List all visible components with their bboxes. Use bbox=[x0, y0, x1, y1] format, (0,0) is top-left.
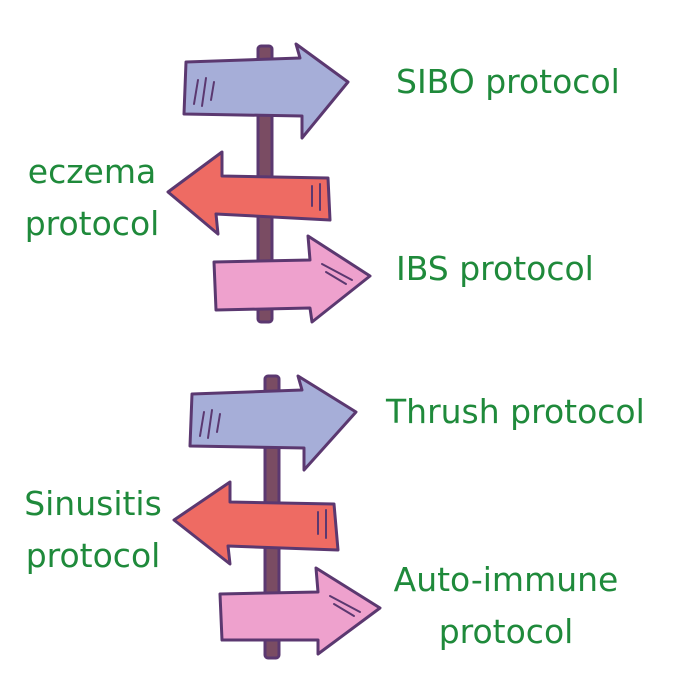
label-sinusitis-protocol: Sinusitis protocol bbox=[20, 478, 166, 582]
label-sinusitis-line2: protocol bbox=[25, 536, 161, 575]
label-sinusitis-line1: Sinusitis bbox=[24, 484, 162, 523]
label-eczema-protocol: eczema protocol bbox=[22, 146, 162, 250]
label-auto-immune-line2: protocol bbox=[438, 612, 574, 651]
label-thrush-protocol: Thrush protocol bbox=[386, 392, 645, 431]
signpost-2 bbox=[172, 374, 382, 660]
signpost-1 bbox=[166, 42, 372, 324]
signpost-2-arrow-blue-right bbox=[188, 374, 358, 472]
label-eczema-line2: protocol bbox=[24, 204, 160, 243]
label-ibs-protocol: IBS protocol bbox=[396, 249, 594, 288]
signpost-1-arrow-blue-right bbox=[182, 42, 350, 140]
label-auto-immune-protocol: Auto-immune protocol bbox=[392, 554, 620, 658]
signpost-2-arrow-pink-right bbox=[218, 566, 382, 656]
signpost-1-arrow-pink-right bbox=[212, 234, 372, 324]
signpost-1-arrow-red-left bbox=[166, 150, 332, 236]
signpost-2-arrow-red-left bbox=[172, 480, 340, 566]
label-sibo-protocol: SIBO protocol bbox=[396, 62, 620, 101]
label-eczema-line1: eczema bbox=[27, 152, 157, 191]
label-auto-immune-line1: Auto-immune bbox=[393, 560, 619, 599]
